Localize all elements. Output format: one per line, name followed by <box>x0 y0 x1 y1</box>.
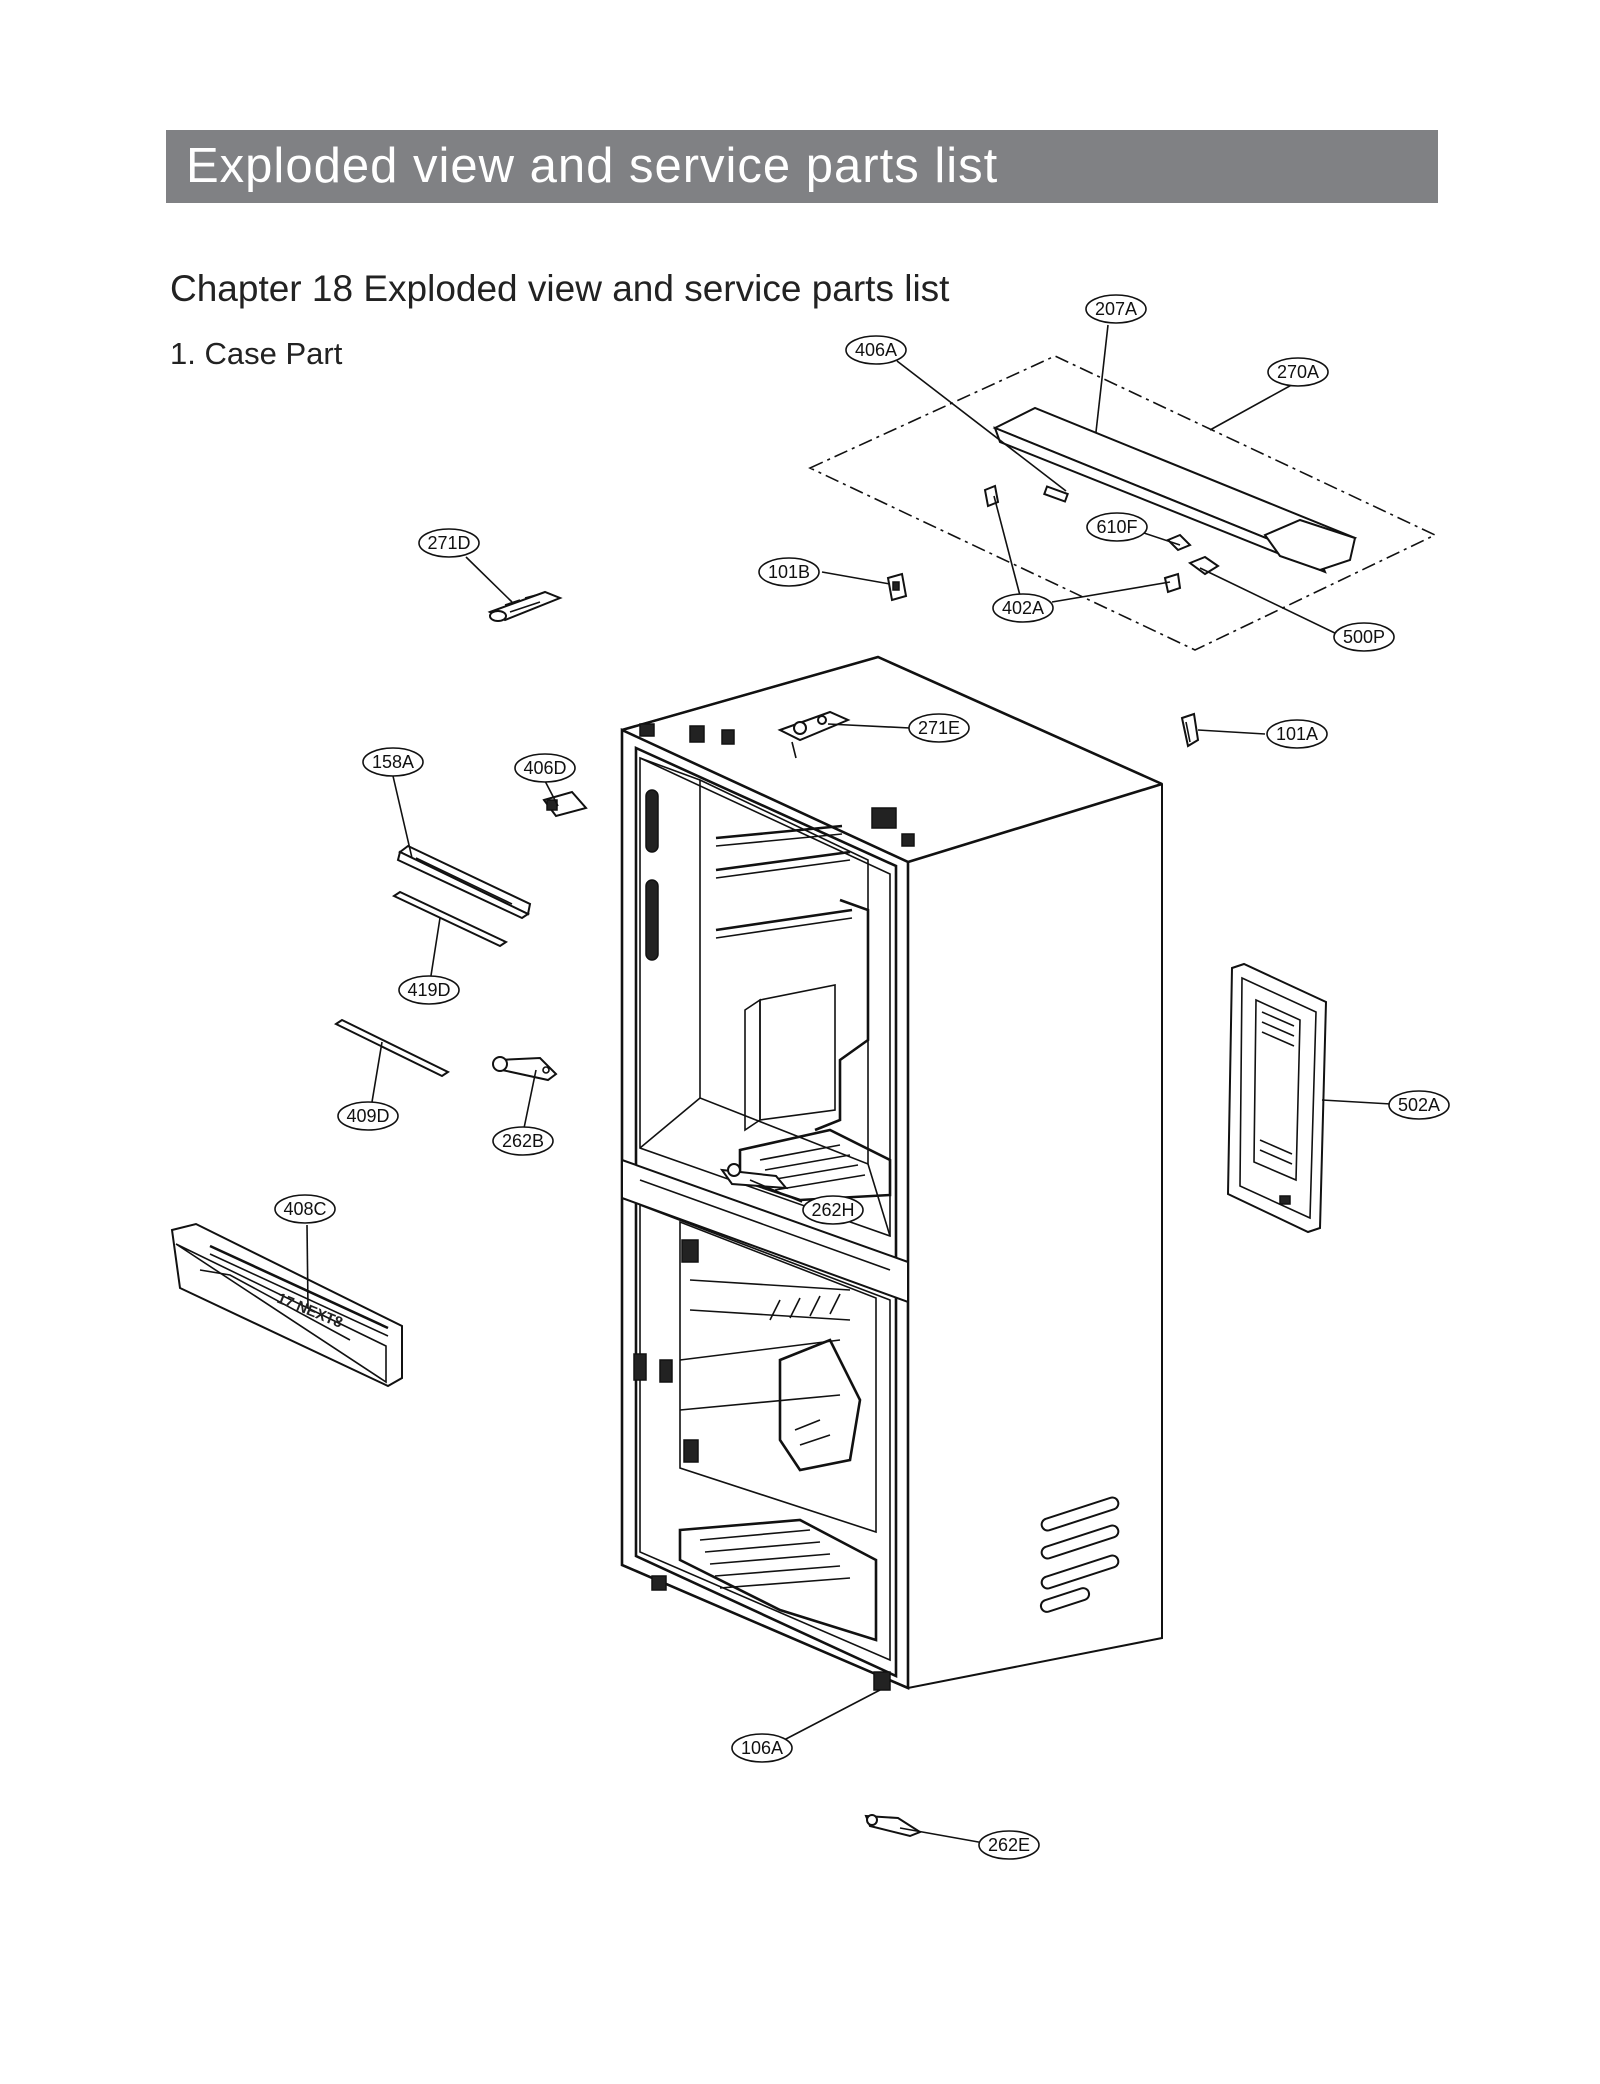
svg-text:207A: 207A <box>1095 299 1137 319</box>
top-hinge-center-part <box>777 710 851 759</box>
callout-610F: 610F <box>1086 512 1148 542</box>
callout-402A: 402A <box>992 593 1054 623</box>
svg-text:406A: 406A <box>855 340 897 360</box>
bottom-hinge-part <box>864 1814 923 1838</box>
front-cover-part: 17 NEXT8 <box>170 1222 403 1388</box>
svg-text:500P: 500P <box>1343 627 1385 647</box>
callout-207A: 207A <box>1085 294 1147 324</box>
refrigerator-cabinet <box>620 655 1163 1691</box>
callout-502A: 502A <box>1388 1090 1450 1120</box>
callout-419D: 419D <box>398 975 460 1005</box>
callout-406D: 406D <box>514 753 576 783</box>
header-banner: Exploded view and service parts list <box>166 130 1438 203</box>
center-hinge-bracket-part <box>492 1056 558 1082</box>
top-hinge-left-part <box>487 590 563 622</box>
svg-text:270A: 270A <box>1277 362 1319 382</box>
svg-text:610F: 610F <box>1096 517 1137 537</box>
clip-part <box>1180 712 1200 748</box>
svg-text:271D: 271D <box>427 533 470 553</box>
chapter-title: Chapter 18 Exploded view and service par… <box>170 268 950 309</box>
back-cover-panel-part <box>1226 962 1328 1234</box>
callout-270A: 270A <box>1267 357 1329 387</box>
callout-262H: 262H <box>802 1195 864 1225</box>
stopper-block-part <box>886 572 908 602</box>
section-title: 1. Case Part <box>170 336 343 371</box>
page-title: Exploded view and service parts list <box>186 139 999 193</box>
svg-text:408C: 408C <box>283 1199 326 1219</box>
callout-262B: 262B <box>492 1126 554 1156</box>
top-cover-assembly <box>808 355 1437 651</box>
svg-text:402A: 402A <box>1002 598 1044 618</box>
middle-hinge-part <box>719 1163 789 1190</box>
hinge-cover-part <box>542 790 588 818</box>
callout-408C: 408C <box>274 1194 336 1224</box>
trim-bar-part <box>396 844 532 920</box>
svg-text:262E: 262E <box>988 1835 1030 1855</box>
callout-500P: 500P <box>1333 622 1395 652</box>
svg-text:271E: 271E <box>918 718 960 738</box>
svg-text:262B: 262B <box>502 1131 544 1151</box>
svg-text:262H: 262H <box>811 1200 854 1220</box>
callout-409D: 409D <box>337 1101 399 1131</box>
svg-text:101B: 101B <box>768 562 810 582</box>
svg-text:106A: 106A <box>741 1738 783 1758</box>
svg-text:419D: 419D <box>407 980 450 1000</box>
callout-271E: 271E <box>908 713 970 743</box>
callout-158A: 158A <box>362 747 424 777</box>
gasket-strip-part <box>391 890 509 948</box>
callout-101B: 101B <box>758 557 820 587</box>
callout-406A: 406A <box>845 335 907 365</box>
callout-262E: 262E <box>978 1830 1040 1860</box>
callout-106A: 106A <box>731 1733 793 1763</box>
callout-101A: 101A <box>1266 719 1328 749</box>
svg-text:502A: 502A <box>1398 1095 1440 1115</box>
svg-text:406D: 406D <box>523 758 566 778</box>
svg-text:101A: 101A <box>1276 724 1318 744</box>
svg-text:158A: 158A <box>372 752 414 772</box>
cabinet-side-vents <box>1039 1496 1120 1613</box>
seal-strip-part <box>333 1018 451 1078</box>
svg-text:409D: 409D <box>346 1106 389 1126</box>
callout-271D: 271D <box>418 528 480 558</box>
